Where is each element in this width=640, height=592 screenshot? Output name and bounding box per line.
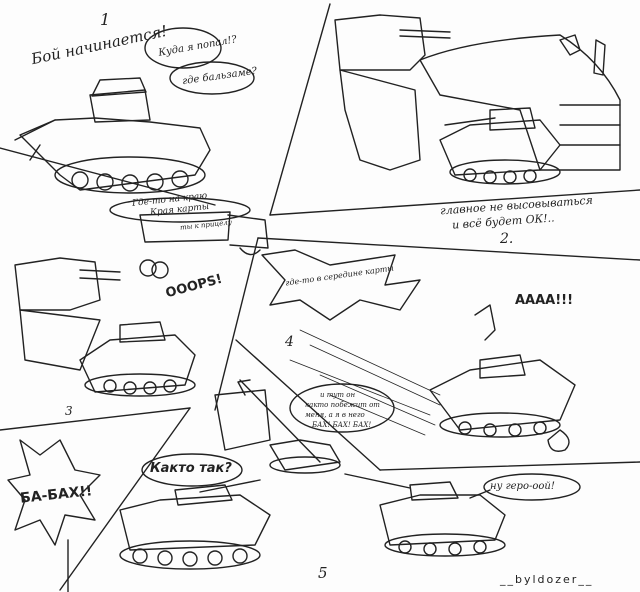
panel-3-number: 3 bbox=[65, 404, 73, 418]
panel-3-scene bbox=[14, 211, 269, 397]
panel-5-reply: ну геро-оой! bbox=[490, 481, 555, 492]
panel-2-number: 2. bbox=[500, 231, 514, 247]
panel-4-scene bbox=[261, 249, 576, 452]
panel-4-number: 4 bbox=[285, 334, 294, 350]
panel-1-number: 1 bbox=[100, 10, 111, 29]
panel-2-scene bbox=[334, 14, 621, 185]
panel-5-question: Както так? bbox=[150, 461, 232, 476]
speech-bubbles bbox=[109, 27, 581, 501]
panel-5-bubble-line2: както побежит от bbox=[305, 401, 380, 409]
artist-signature: __byldozer__ bbox=[500, 573, 594, 586]
panel-5-bubble-line4: БАХ! БАХ! БАХ! bbox=[312, 421, 372, 429]
panel-5-bubble-line1: и тут он bbox=[320, 391, 356, 399]
panel-4-scream: AAAA!!! bbox=[515, 293, 574, 308]
panel-5-bubble-line3: меня, а я в него bbox=[305, 411, 365, 419]
panel-5-scene bbox=[7, 379, 506, 592]
panel-1-tank bbox=[14, 77, 211, 194]
panel-borders bbox=[0, 3, 640, 591]
panel-5-number: 5 bbox=[318, 564, 328, 582]
